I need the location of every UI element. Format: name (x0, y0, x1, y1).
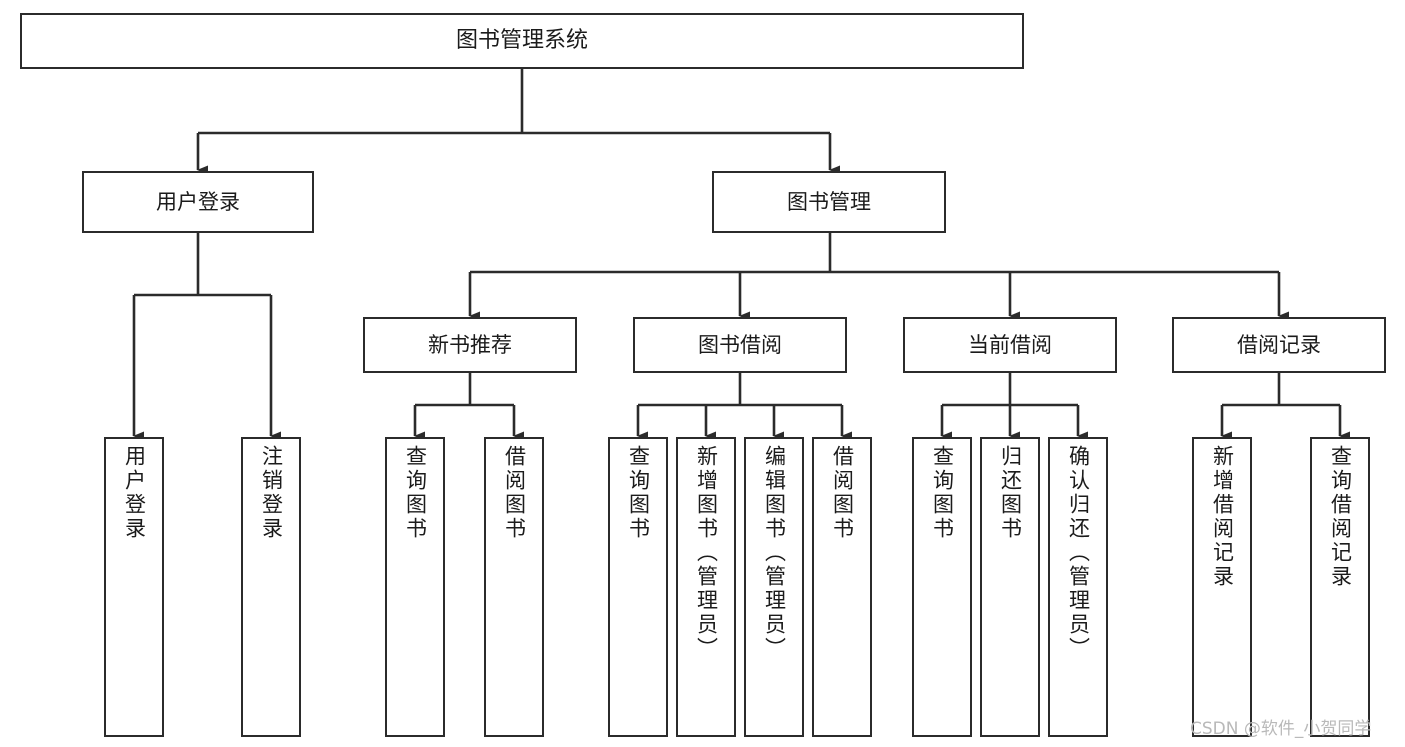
node-leaf-add-book-admin[interactable]: 新增图书（管理员） (676, 437, 736, 737)
node-label: 用户登录 (156, 189, 240, 214)
node-new-book-recommendation[interactable]: 新书推荐 (363, 317, 577, 373)
node-leaf-query-book-borrow[interactable]: 查询图书 (608, 437, 668, 737)
node-label: 查询借阅记录 (1328, 445, 1353, 589)
node-label: 查询图书 (403, 445, 428, 541)
node-label: 图书借阅 (698, 332, 782, 357)
node-leaf-borrow-book-recommend[interactable]: 借阅图书 (484, 437, 544, 737)
node-label: 图书管理 (787, 189, 871, 214)
node-leaf-query-book-current[interactable]: 查询图书 (912, 437, 972, 737)
node-label: 查询图书 (930, 445, 955, 541)
node-label: 借阅图书 (830, 445, 855, 541)
node-leaf-edit-book-admin[interactable]: 编辑图书（管理员） (744, 437, 804, 737)
node-borrowing-record[interactable]: 借阅记录 (1172, 317, 1386, 373)
node-label: 确认归还（管理员） (1066, 445, 1091, 661)
node-book-management-system[interactable]: 图书管理系统 (20, 13, 1024, 69)
node-leaf-query-book-recommend[interactable]: 查询图书 (385, 437, 445, 737)
node-current-borrowing[interactable]: 当前借阅 (903, 317, 1117, 373)
node-label: 借阅记录 (1237, 332, 1321, 357)
node-leaf-user-login[interactable]: 用户登录 (104, 437, 164, 737)
node-book-management[interactable]: 图书管理 (712, 171, 946, 233)
node-label: 用户登录 (122, 445, 147, 541)
node-leaf-borrow-book[interactable]: 借阅图书 (812, 437, 872, 737)
node-book-borrowing[interactable]: 图书借阅 (633, 317, 847, 373)
node-label: 新增借阅记录 (1210, 445, 1235, 589)
node-leaf-logout[interactable]: 注销登录 (241, 437, 301, 737)
node-leaf-confirm-return-admin[interactable]: 确认归还（管理员） (1048, 437, 1108, 737)
node-label: 编辑图书（管理员） (762, 445, 787, 661)
node-label: 新书推荐 (428, 332, 512, 357)
node-label: 借阅图书 (502, 445, 527, 541)
node-label: 新增图书（管理员） (694, 445, 719, 661)
node-label: 归还图书 (998, 445, 1023, 541)
node-leaf-add-borrow-record[interactable]: 新增借阅记录 (1192, 437, 1252, 737)
node-label: 查询图书 (626, 445, 651, 541)
node-label: 图书管理系统 (455, 28, 588, 54)
node-label: 当前借阅 (968, 332, 1052, 357)
node-user-login[interactable]: 用户登录 (82, 171, 314, 233)
node-leaf-query-borrow-record[interactable]: 查询借阅记录 (1310, 437, 1370, 737)
node-leaf-return-book[interactable]: 归还图书 (980, 437, 1040, 737)
node-label: 注销登录 (259, 445, 284, 541)
